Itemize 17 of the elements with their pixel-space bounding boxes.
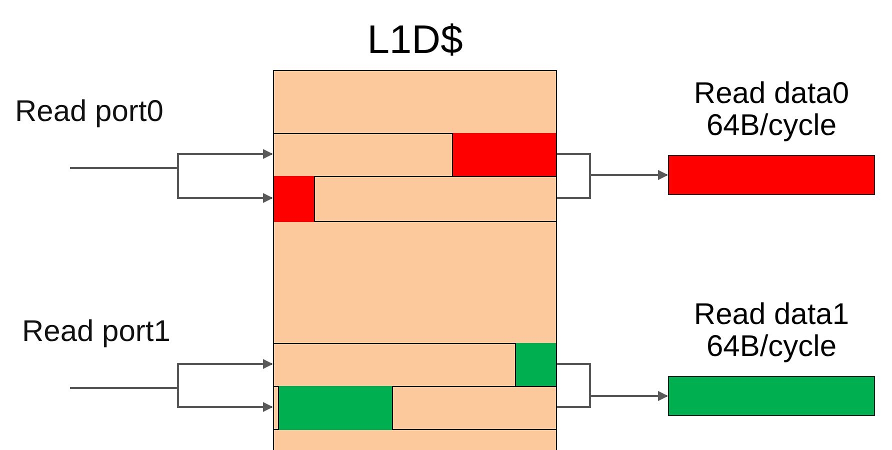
data-segment	[514, 342, 556, 386]
arrow	[557, 170, 668, 199]
heading: Read data0 64B/cycle	[692, 78, 850, 141]
cache-line	[272, 133, 556, 177]
cache-line	[272, 386, 556, 430]
arrow	[557, 391, 668, 408]
port-label: Read port0	[15, 95, 164, 129]
cache-line	[272, 343, 556, 387]
data-segment	[452, 132, 556, 176]
heading: L1D$	[366, 19, 464, 61]
data-segment	[278, 386, 392, 430]
arrow	[70, 167, 273, 203]
cache-line	[272, 176, 556, 222]
data-segment	[272, 176, 314, 222]
port-label: Read port1	[22, 315, 170, 349]
arrow	[70, 387, 273, 412]
heading: Read data1 64B/cycle	[692, 299, 850, 362]
